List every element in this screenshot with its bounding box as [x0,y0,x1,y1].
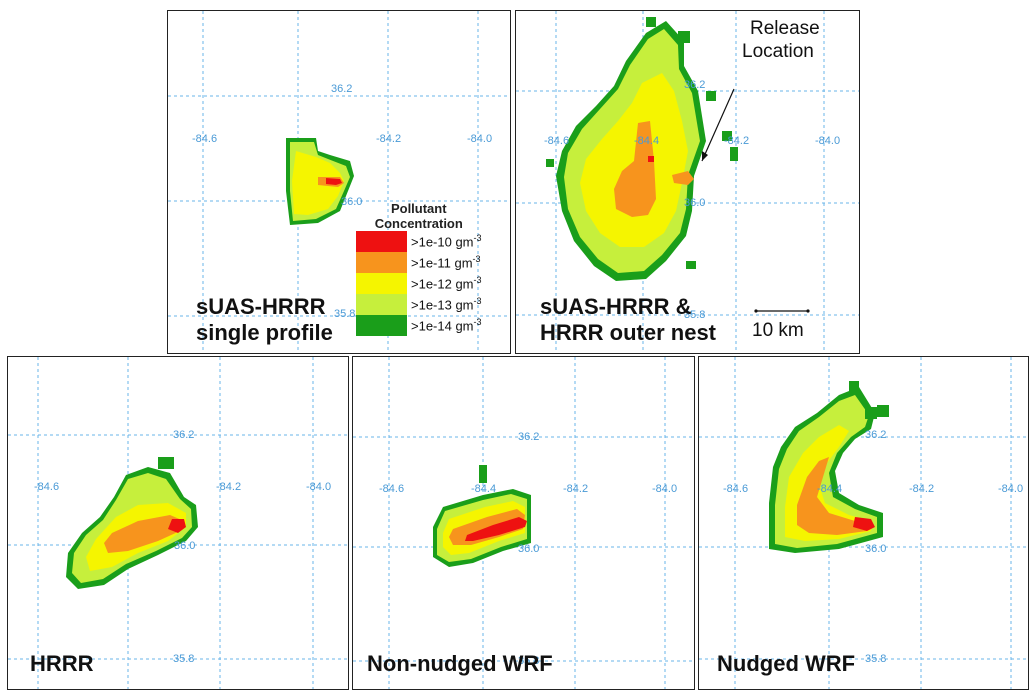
lon-label--84.2: -84.2 [216,481,242,493]
legend-label: >1e-11 gm-3 [411,254,481,271]
legend-title: Pollutant Concentration [356,201,482,231]
scale-bar-label: 10 km [752,320,804,341]
legend-label: >1e-12 gm-3 [411,275,482,292]
plume-2 [546,17,738,281]
lat-label-35.8: 35.8 [173,653,195,665]
release-arrow-head [702,151,708,161]
lon-label--84.6: -84.6 [192,133,218,145]
plume-4 [433,465,531,567]
gridlines [8,357,348,689]
lon-label--84.0: -84.0 [306,481,332,493]
panel-2-title-line2: HRRR outer nest [540,320,717,345]
panel-2-title: sUAS-HRRR & HRRR outer nest [540,294,716,346]
panel-2-title-line1: sUAS-HRRR & [540,294,692,319]
legend-swatch [356,294,407,315]
panel-5-map [699,357,1028,689]
lat-label-36.2: 36.2 [865,429,887,441]
legend-row: >1e-10 gm-3 [356,231,482,252]
panel-non-nudged-WRF: 36.2 -84.6 -84.4 -84.2 -84.0 36.0 35.8 N… [352,356,695,690]
lon-label--84.4: -84.4 [471,483,497,495]
plume-1 [286,138,354,225]
legend-swatch [356,252,407,273]
legend-unit-exponent: -3 [473,296,482,307]
legend-rows: >1e-10 gm-3 >1e-11 gm-3 >1e-12 gm-3 >1e-13 … [356,231,482,336]
legend-row: >1e-13 gm-3 [356,294,482,315]
legend-swatch [356,273,407,294]
lat-label-35.8: 35.8 [684,309,706,321]
lat-label-35.8: 35.8 [334,308,356,320]
panel-1-title-line1: sUAS-HRRR [196,294,326,319]
lat-label-36.0: 36.0 [518,543,540,555]
release-location-label: Release Location [742,17,820,63]
panel-3-title: HRRR [30,651,94,676]
plume-3 [66,457,198,589]
panel-2-map [516,11,859,353]
panel-4-title: Non-nudged WRF [367,651,553,676]
lat-label-35.8: 35.8 [518,655,540,667]
lat-label-36.2: 36.2 [518,431,540,443]
plume-5 [769,381,889,553]
panel-1-title: sUAS-HRRR single profile [196,294,333,346]
release-label-line1: Release [750,18,820,39]
legend-row: >1e-14 gm-3 [356,315,482,336]
release-label-line2: Location [742,41,814,62]
lat-label-36.2: 36.2 [331,83,353,95]
panel-sUAS-HRRR-single-profile: 36.2 -84.6 -84.2 -84.0 36.0 35.8 sUAS-HR… [167,10,511,354]
panel-HRRR: 36.2 -84.6 -84.2 -84.0 36.0 35.8 HRRR [7,356,349,690]
lon-label--84.2: -84.2 [376,133,402,145]
lon-label--84.2: -84.2 [909,483,935,495]
lon-label--84.6: -84.6 [723,483,749,495]
lat-label-35.8: 35.8 [865,653,887,665]
legend-label: >1e-13 gm-3 [411,296,482,313]
legend-row: >1e-12 gm-3 [356,273,482,294]
legend-unit-exponent: -3 [473,275,482,286]
legend-row: >1e-11 gm-3 [356,252,482,273]
panel-sUAS-HRRR-outer-nest: 36.2 -84.6 -84.4 -84.2 -84.0 36.0 35.8 R… [515,10,860,354]
lon-label--84.2: -84.2 [724,135,750,147]
legend-unit-exponent: -3 [472,254,481,265]
lon-label--84.4: -84.4 [634,135,660,147]
panel-1-map [168,11,510,353]
lat-label-36.0: 36.0 [341,196,363,208]
lat-label-36.0: 36.0 [174,540,196,552]
lat-label-36.2: 36.2 [684,79,706,91]
panel-4-map [353,357,694,689]
lon-label--84.6: -84.6 [379,483,405,495]
panel-3-map [8,357,348,689]
legend-title-line2: Concentration [374,216,463,231]
legend-swatch [356,315,407,336]
lon-label--84.2: -84.2 [563,483,589,495]
lat-label-36.0: 36.0 [865,543,887,555]
lon-label--84.6: -84.6 [544,135,570,147]
legend-label: >1e-14 gm-3 [411,317,482,334]
legend-label: >1e-10 gm-3 [411,233,482,250]
lat-label-36.0: 36.0 [684,197,706,209]
legend-unit-exponent: -3 [473,233,482,244]
legend-swatch [356,231,407,252]
panel-nudged-WRF: 36.2 -84.6 -84.4 -84.2 -84.0 36.0 35.8 N… [698,356,1029,690]
panel-1-title-line2: single profile [196,320,333,345]
lon-label--84.0: -84.0 [815,135,841,147]
panel-5-title: Nudged WRF [717,651,856,676]
lon-label--84.0: -84.0 [998,483,1024,495]
release-arrow-line [701,88,735,162]
concentration-legend: Pollutant Concentration >1e-10 gm-3>1e-1… [356,201,482,336]
lon-label--84.0: -84.0 [652,483,678,495]
gridlines [353,357,694,689]
lon-label--84.6: -84.6 [34,481,60,493]
lat-label-36.2: 36.2 [173,429,195,441]
legend-title-line1: Pollutant [390,201,447,216]
legend-unit-exponent: -3 [473,317,482,328]
lon-label--84.4: -84.4 [817,483,843,495]
lon-label--84.0: -84.0 [467,133,493,145]
